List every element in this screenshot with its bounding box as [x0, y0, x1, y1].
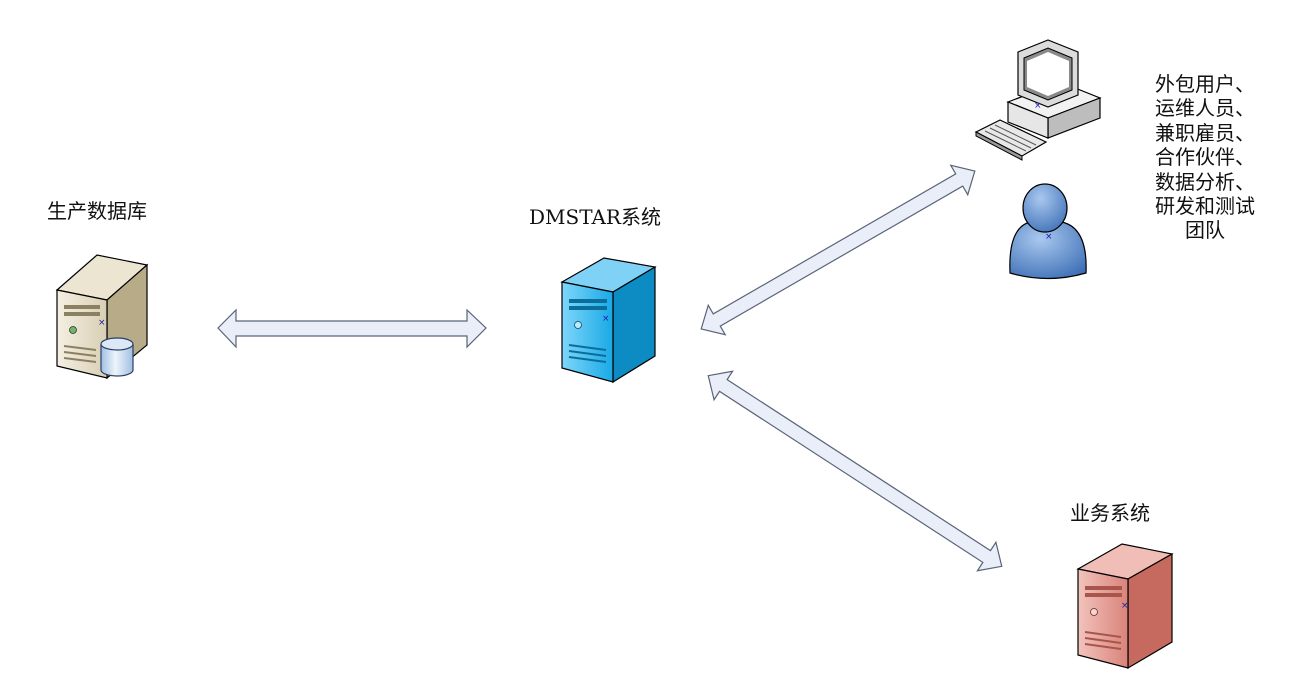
- svg-text:×: ×: [1121, 601, 1129, 611]
- dmstar-label: DMSTAR系统: [529, 205, 661, 229]
- arrow-db-dmstar: [217, 308, 487, 349]
- svg-text:×: ×: [602, 314, 610, 324]
- user-group-line: 外包用户、: [1155, 72, 1255, 96]
- user-group-line: 兼职雇员、: [1155, 120, 1255, 145]
- server-icon: ×: [1076, 543, 1174, 670]
- database-server-icon: ×: [55, 254, 149, 380]
- svg-text:×: ×: [1034, 101, 1042, 111]
- user-groups-label: 外包用户、 运维人员、 兼职雇员、 合作伙伴、 数据分析、 研发和测试 团队: [1140, 72, 1270, 243]
- svg-text:×: ×: [1045, 232, 1053, 242]
- user-icon: ×: [1009, 183, 1087, 280]
- user-group-line: 团队: [1185, 218, 1225, 243]
- arrow-dmstar-business: [707, 370, 1003, 572]
- user-group-line: 研发和测试: [1155, 194, 1255, 219]
- business-system-label: 业务系统: [1070, 501, 1150, 525]
- workstation-icon: ×: [974, 39, 1102, 161]
- user-group-line: 数据分析、: [1155, 169, 1255, 194]
- user-group-line: 运维人员、: [1155, 96, 1255, 121]
- svg-text:×: ×: [98, 318, 106, 328]
- production-db-label: 生产数据库: [47, 199, 147, 223]
- arrow-dmstar-users: [700, 164, 976, 336]
- server-icon: ×: [560, 257, 657, 384]
- user-group-line: 合作伙伴、: [1155, 145, 1255, 170]
